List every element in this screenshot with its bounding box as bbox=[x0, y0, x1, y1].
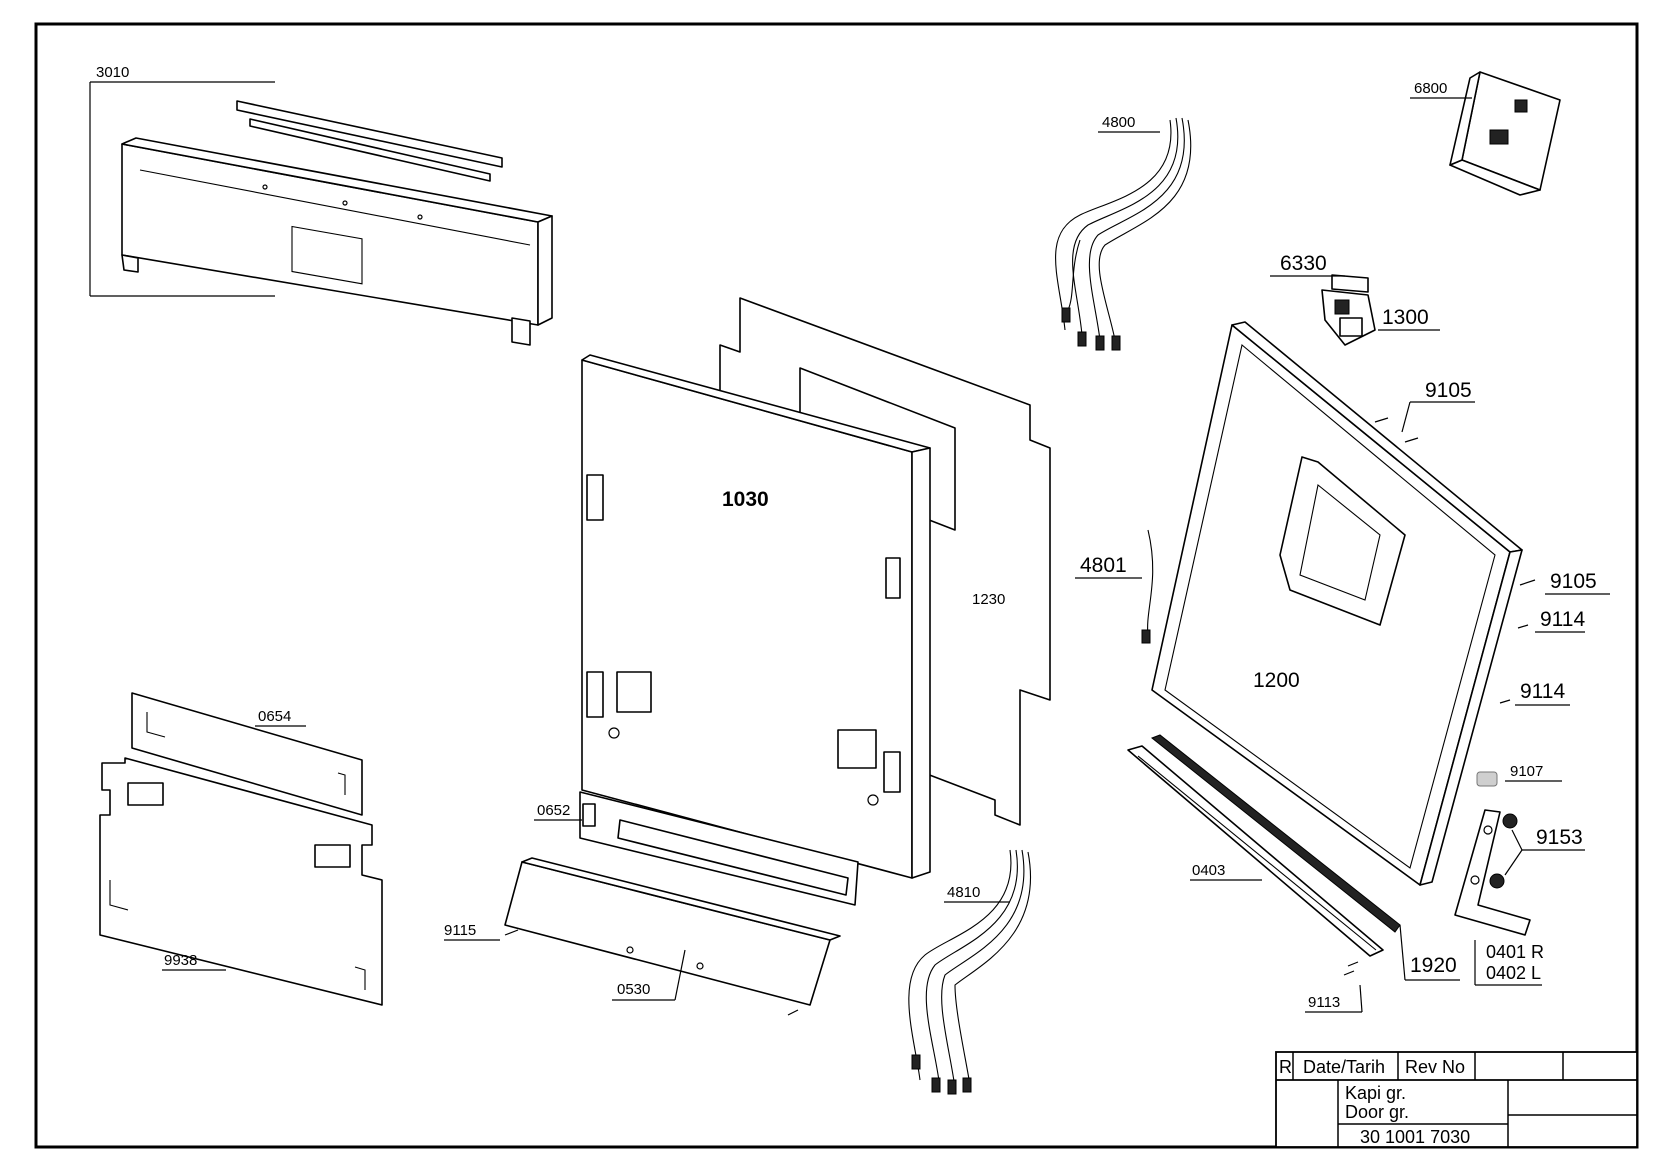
title-block-name-tr: Kapi gr. bbox=[1345, 1083, 1406, 1103]
part-9938-panel bbox=[99, 757, 383, 1006]
label-9114-lower: 9114 bbox=[1520, 680, 1565, 703]
label-6330: 6330 bbox=[1280, 252, 1327, 275]
label-9114-upper: 9114 bbox=[1540, 608, 1585, 631]
label-4810: 4810 bbox=[947, 884, 980, 901]
part-1200-outer-door bbox=[1151, 321, 1523, 886]
part-4800-harness bbox=[1055, 117, 1192, 351]
label-4800: 4800 bbox=[1102, 114, 1135, 131]
part-0403-rail bbox=[1127, 745, 1384, 957]
title-block-r: R bbox=[1279, 1057, 1292, 1077]
label-9938: 9938 bbox=[164, 952, 197, 969]
part-3010-control-panel bbox=[89, 81, 553, 346]
part-0652-handle bbox=[579, 791, 859, 906]
label-0401: 0401 R bbox=[1486, 942, 1544, 962]
title-block-rev: Rev No bbox=[1405, 1057, 1465, 1077]
label-3010: 3010 bbox=[96, 64, 129, 81]
label-1030: 1030 bbox=[722, 488, 769, 511]
title-block-date: Date/Tarih bbox=[1303, 1057, 1385, 1077]
label-0403: 0403 bbox=[1192, 862, 1225, 879]
part-1300-door-lock bbox=[1321, 274, 1376, 346]
label-6800: 6800 bbox=[1414, 80, 1447, 97]
label-9105-top: 9105 bbox=[1425, 379, 1472, 402]
part-4801-cable bbox=[1141, 529, 1154, 644]
part-9105-screws bbox=[1374, 417, 1536, 586]
part-0401-hinge bbox=[1454, 809, 1531, 936]
part-9107-clip bbox=[1476, 771, 1498, 787]
label-9115: 9115 bbox=[444, 922, 476, 939]
label-4801: 4801 bbox=[1080, 554, 1127, 577]
part-9115-screw bbox=[504, 929, 799, 1016]
label-0402: 0402 L bbox=[1486, 963, 1541, 983]
label-1300: 1300 bbox=[1382, 306, 1429, 329]
label-9105-side: 9105 bbox=[1550, 570, 1597, 593]
label-0652: 0652 bbox=[537, 802, 570, 819]
title-block bbox=[1275, 1051, 1638, 1148]
label-9113: 9113 bbox=[1308, 994, 1340, 1011]
part-9153-screws bbox=[1489, 813, 1518, 889]
label-9153: 9153 bbox=[1536, 826, 1583, 849]
part-0654-sticker bbox=[131, 692, 363, 816]
part-1030-inner-door bbox=[581, 354, 931, 879]
label-9107: 9107 bbox=[1510, 763, 1543, 780]
drawing-frame bbox=[34, 22, 1639, 1149]
title-block-name-en: Door gr. bbox=[1345, 1102, 1409, 1122]
label-0654: 0654 bbox=[258, 708, 291, 725]
label-1200: 1200 bbox=[1253, 669, 1300, 692]
part-0530-bottom-trim bbox=[504, 857, 841, 1006]
title-block-drawing-no: 30 1001 7030 bbox=[1360, 1127, 1470, 1147]
label-1230: 1230 bbox=[972, 591, 1005, 608]
part-9114-screws bbox=[1499, 624, 1529, 704]
part-6800-dispenser bbox=[1449, 71, 1561, 196]
label-1920: 1920 bbox=[1410, 954, 1457, 977]
part-9113-screws bbox=[1343, 961, 1359, 976]
label-0530: 0530 bbox=[617, 981, 650, 998]
